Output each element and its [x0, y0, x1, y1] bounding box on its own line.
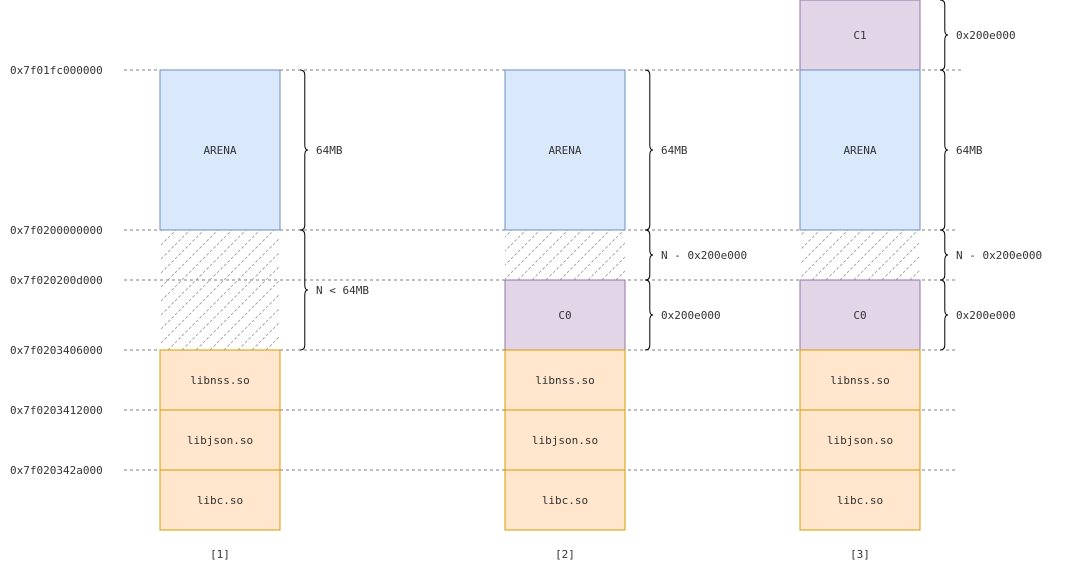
- size-label: 64MB: [661, 144, 688, 157]
- size-label: 0x200e000: [661, 309, 721, 322]
- size-brace: [299, 69, 309, 231]
- block-label: libc.so: [197, 494, 243, 507]
- size-brace: [644, 69, 654, 231]
- unmapped-gap: [160, 230, 280, 350]
- size-label: N < 64MB: [316, 284, 369, 297]
- size-brace: [939, 0, 949, 71]
- block-label: libnss.so: [535, 374, 595, 387]
- address-labels: 0x7f01fc000000 0x7f0200000000 0x7f020200d0…: [10, 64, 103, 477]
- size-label: N - 0x200e000: [956, 249, 1042, 262]
- block-label: libc.so: [542, 494, 588, 507]
- block-label: libjson.so: [827, 434, 893, 447]
- size-brace: [939, 69, 949, 231]
- arena-block: [159, 69, 281, 231]
- address-label: 0x7f0200000000: [10, 224, 103, 237]
- lib-block: [159, 409, 281, 471]
- size-brace: [939, 229, 949, 281]
- block-label: ARENA: [843, 144, 876, 157]
- block-label: libjson.so: [187, 434, 253, 447]
- chunk-block: [504, 279, 626, 351]
- size-label: 64MB: [956, 144, 983, 157]
- block-label: ARENA: [203, 144, 236, 157]
- unmapped-gap: [505, 230, 625, 280]
- lib-block: [504, 469, 626, 531]
- size-brace: [939, 279, 949, 351]
- block-label: libnss.so: [190, 374, 250, 387]
- size-brace: [299, 229, 309, 351]
- lib-block: [504, 349, 626, 411]
- lib-block: [504, 409, 626, 471]
- address-label: 0x7f020200d000: [10, 274, 103, 287]
- size-label: 0x200e000: [956, 29, 1016, 42]
- size-label: N - 0x200e000: [661, 249, 747, 262]
- arena-block: [799, 69, 921, 231]
- block-label: C1: [853, 29, 866, 42]
- address-label: 0x7f0203406000: [10, 344, 103, 357]
- layout-columns: ARENA libnss.so libjson.so libc.so 64MB N < 6…: [159, 0, 1042, 561]
- lib-block: [159, 469, 281, 531]
- lib-block: [799, 469, 921, 531]
- arena-block: [504, 69, 626, 231]
- chunk-block: [799, 279, 921, 351]
- block-label: libjson.so: [532, 434, 598, 447]
- block-label: ARENA: [548, 144, 581, 157]
- layout-column-1: ARENA libnss.so libjson.so libc.so 64MB N < 6…: [159, 69, 369, 561]
- column-caption: [1]: [210, 548, 230, 561]
- block-label: libc.so: [837, 494, 883, 507]
- block-label: libnss.so: [830, 374, 890, 387]
- unmapped-gap: [800, 230, 920, 280]
- lib-block: [799, 349, 921, 411]
- size-label: 0x200e000: [956, 309, 1016, 322]
- column-caption: [2]: [555, 548, 575, 561]
- size-label: 64MB: [316, 144, 343, 157]
- block-label: C0: [853, 309, 866, 322]
- address-label: 0x7f0203412000: [10, 404, 103, 417]
- column-caption: [3]: [850, 548, 870, 561]
- layout-column-2: ARENA C0 libnss.so libjson.so libc.so 64MB N -…: [504, 69, 747, 561]
- address-label: 0x7f020342a000: [10, 464, 103, 477]
- block-label: C0: [558, 309, 571, 322]
- size-brace: [644, 279, 654, 351]
- size-brace: [644, 229, 654, 281]
- address-label: 0x7f01fc000000: [10, 64, 103, 77]
